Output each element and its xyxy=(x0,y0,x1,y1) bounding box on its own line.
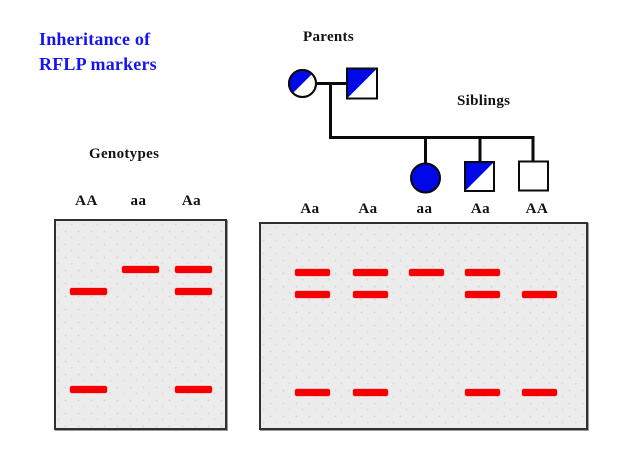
family-gel-band-lane1-rowC xyxy=(294,389,330,396)
family-lane-label-4: Aa xyxy=(470,201,491,217)
family-lane-label-3: aa xyxy=(416,201,433,217)
pedigree-child-1-circle xyxy=(410,162,441,194)
family-gel-band-lane2-rowC xyxy=(352,389,388,396)
reference-gel-band-lane3-rowB xyxy=(175,288,212,295)
family-gel xyxy=(259,222,588,430)
reference-gel-lane-labels: AA aa Aa xyxy=(54,193,227,211)
pedigree-child-3-square xyxy=(518,160,549,192)
parents-label: Parents xyxy=(303,29,354,45)
reference-gel-band-lane3-rowC xyxy=(175,386,212,393)
figure-title: Inheritance of RFLP markers xyxy=(39,27,157,77)
family-gel-band-lane1-rowB xyxy=(294,291,330,298)
title-line-2: RFLP markers xyxy=(39,54,157,74)
family-lane-label-1: Aa xyxy=(300,201,320,217)
reference-gel-band-lane3-rowA xyxy=(175,266,212,273)
family-gel-band-lane2-rowB xyxy=(352,291,388,298)
family-lane-label-5: AA xyxy=(525,201,549,217)
genotypes-label: Genotypes xyxy=(89,146,160,162)
family-gel-band-lane2-rowA xyxy=(352,269,388,276)
family-gel-band-lane5-rowC xyxy=(521,389,557,396)
family-gel-band-lane4-rowC xyxy=(465,389,500,396)
reference-gel-band-lane2-rowA xyxy=(122,266,159,273)
reference-gel xyxy=(54,219,227,430)
family-gel-band-lane5-rowB xyxy=(521,291,557,298)
family-gel-band-lane1-rowA xyxy=(294,269,330,276)
reference-lane-label-3: Aa xyxy=(181,193,202,209)
pedigree-mother-circle xyxy=(288,69,317,98)
siblings-label: Siblings xyxy=(457,93,511,109)
pedigree-child-2-square xyxy=(464,161,495,192)
pedigree-father-square xyxy=(346,67,378,100)
family-gel-band-lane4-rowB xyxy=(465,291,500,298)
family-gel-band-lane4-rowA xyxy=(465,269,500,276)
reference-gel-band-lane1-rowB xyxy=(70,288,107,295)
title-line-1: Inheritance of xyxy=(39,29,151,49)
family-gel-lane-labels: Aa Aa aa Aa AA xyxy=(259,201,588,219)
reference-lane-label-2: aa xyxy=(130,193,147,209)
reference-gel-band-lane1-rowC xyxy=(70,386,107,393)
family-lane-label-2: Aa xyxy=(358,201,378,217)
reference-lane-label-1: AA xyxy=(75,193,98,209)
family-gel-band-lane3-rowA xyxy=(409,269,444,276)
